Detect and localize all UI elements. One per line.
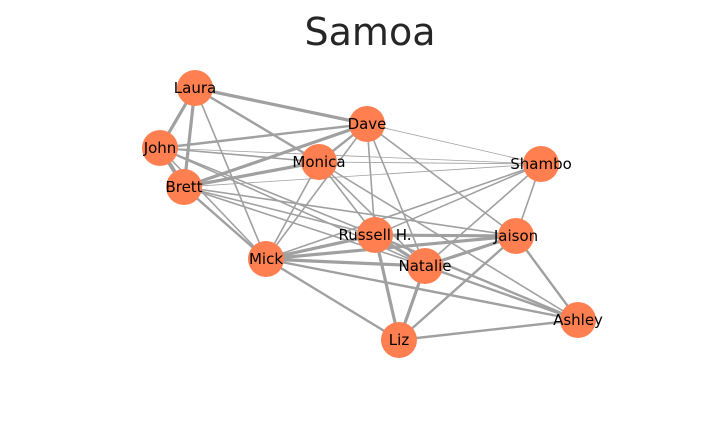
- node-label-dave: Dave: [348, 115, 387, 133]
- node-label-shambo: Shambo: [510, 155, 572, 173]
- edge-dave-natalie: [366, 123, 426, 267]
- node-layer: [142, 70, 596, 358]
- node-label-john: John: [143, 139, 177, 157]
- node-label-mick: Mick: [249, 250, 283, 268]
- edge-jaison-liz: [397, 234, 518, 342]
- edge-dave-jaison: [366, 123, 517, 237]
- node-liz: [381, 322, 417, 358]
- node-ashley: [560, 302, 596, 338]
- edge-natalie-ashley: [423, 264, 580, 322]
- node-label-ashley: Ashley: [553, 311, 603, 329]
- edge-jaison-mick: [264, 234, 518, 261]
- edge-russell-jaison: [373, 233, 518, 238]
- edge-shambo-natalie: [424, 163, 542, 267]
- node-label-brett: Brett: [165, 178, 202, 196]
- edge-laura-monica: [193, 86, 321, 164]
- edge-mick-natalie: [264, 257, 427, 268]
- edge-brett-mick: [182, 185, 268, 261]
- edge-john-russell: [159, 147, 376, 236]
- edge-brett-shambo: [183, 163, 542, 188]
- edge-john-shambo: [159, 147, 542, 165]
- node-jaison: [498, 218, 534, 254]
- node-dave: [349, 106, 385, 142]
- edge-dave-mick: [265, 123, 368, 260]
- edge-dave-shambo: [366, 123, 542, 165]
- edge-john-monica: [159, 147, 320, 163]
- edge-laura-dave: [193, 86, 369, 126]
- edge-shambo-mick: [265, 163, 542, 260]
- node-john: [142, 130, 178, 166]
- edge-laura-mick: [194, 87, 267, 260]
- node-label-russell: Russell H.: [338, 226, 411, 244]
- node-shambo: [523, 146, 559, 182]
- edge-russell-ashley: [373, 233, 580, 322]
- graph-title: Samoa: [304, 10, 436, 54]
- edge-shambo-russell: [374, 163, 542, 236]
- edge-brett-dave: [182, 122, 369, 189]
- edge-brett-natalie: [183, 186, 426, 267]
- node-mick: [248, 241, 284, 277]
- node-laura: [177, 70, 213, 106]
- node-monica: [301, 144, 337, 180]
- node-natalie: [407, 248, 443, 284]
- edge-monica-shambo: [318, 161, 542, 165]
- node-brett: [166, 169, 202, 205]
- edge-liz-ashley: [397, 318, 580, 342]
- edge-russell-mick: [264, 233, 377, 261]
- node-label-laura: Laura: [174, 79, 216, 97]
- node-russell: [357, 217, 393, 253]
- node-label-monica: Monica: [292, 153, 345, 171]
- edge-john-mick: [159, 147, 267, 260]
- edge-brett-jaison: [183, 186, 517, 237]
- edge-brett-monica: [182, 160, 321, 189]
- edge-john-dave: [158, 122, 369, 150]
- edge-mick-liz: [264, 257, 401, 342]
- edge-brett-russell: [183, 186, 376, 236]
- node-label-jaison: Jaison: [493, 227, 538, 245]
- edge-monica-mick: [265, 161, 320, 260]
- node-label-natalie: Natalie: [398, 257, 451, 275]
- edge-mick-ashley: [264, 257, 580, 322]
- node-label-liz: Liz: [389, 331, 410, 349]
